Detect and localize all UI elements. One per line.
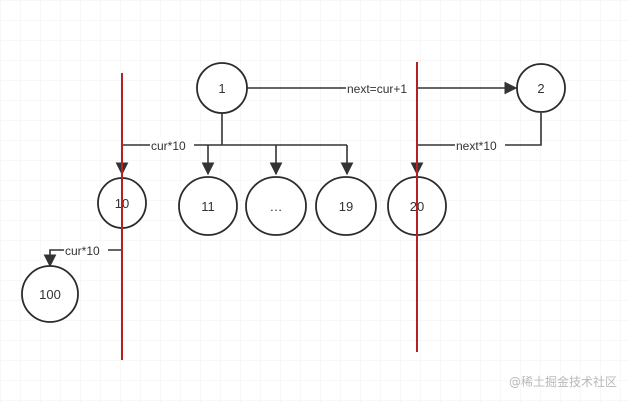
watermark: @稀土掘金技术社区 — [509, 374, 617, 389]
edge-label-next10: next*10 — [456, 139, 497, 153]
node-11-label: 11 — [201, 199, 215, 214]
node-19-label: 19 — [339, 199, 353, 214]
edge-labels: next=cur+1 cur*10 next*10 cur*10 — [64, 80, 505, 258]
node-1[interactable]: 1 — [196, 62, 248, 114]
node-dots-label: … — [270, 199, 283, 214]
node-dots[interactable]: … — [245, 176, 307, 236]
node-11[interactable]: 11 — [178, 176, 238, 236]
node-2[interactable]: 2 — [516, 63, 566, 113]
edge-label-cur10-bottom: cur*10 — [65, 244, 100, 258]
edge-label-cur10-top: cur*10 — [151, 139, 186, 153]
node-19[interactable]: 19 — [315, 176, 377, 236]
node-100[interactable]: 100 — [21, 265, 79, 323]
node-1-label: 1 — [218, 81, 225, 96]
edge-label-next-eq: next=cur+1 — [347, 82, 407, 96]
node-100-label: 100 — [39, 287, 61, 302]
nodes: 1 2 10 11 … 19 20 100 — [21, 62, 566, 323]
node-2-label: 2 — [537, 81, 544, 96]
dividers — [121, 62, 418, 360]
